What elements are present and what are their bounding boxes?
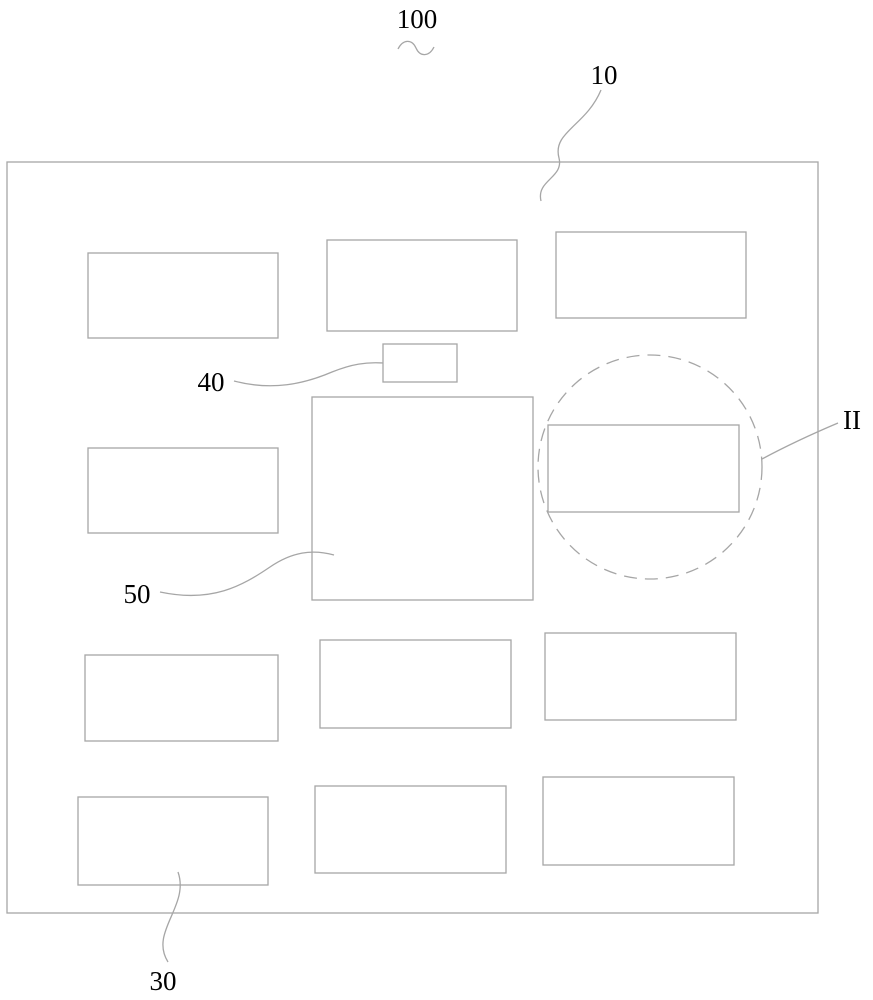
component-rect-30	[77, 796, 269, 886]
leader-line-50	[159, 551, 335, 597]
label-40: 40	[198, 367, 225, 397]
component-rect-40	[382, 343, 458, 383]
component-rect	[314, 785, 507, 874]
detail-circle	[537, 354, 763, 580]
board-outline	[6, 161, 819, 914]
component-rect	[87, 252, 279, 339]
component-rect	[319, 639, 512, 729]
leader-line-40	[233, 362, 384, 387]
component-rect-detail	[547, 424, 740, 513]
component-rect	[544, 632, 737, 721]
leader-line-ii	[761, 422, 839, 460]
component-rect	[555, 231, 747, 319]
component-rect	[84, 654, 279, 742]
label-100: 100	[397, 4, 438, 34]
tilde-mark-100	[397, 40, 435, 56]
leader-line-30	[162, 871, 181, 963]
component-rect	[542, 776, 735, 866]
component-rect-50	[311, 396, 534, 601]
component-rect	[87, 447, 279, 534]
label-30: 30	[150, 966, 177, 996]
label-50: 50	[124, 579, 151, 609]
label-10: 10	[591, 60, 618, 90]
label-ii: II	[843, 405, 861, 435]
component-rect	[326, 239, 518, 332]
leader-line-10	[539, 89, 602, 202]
